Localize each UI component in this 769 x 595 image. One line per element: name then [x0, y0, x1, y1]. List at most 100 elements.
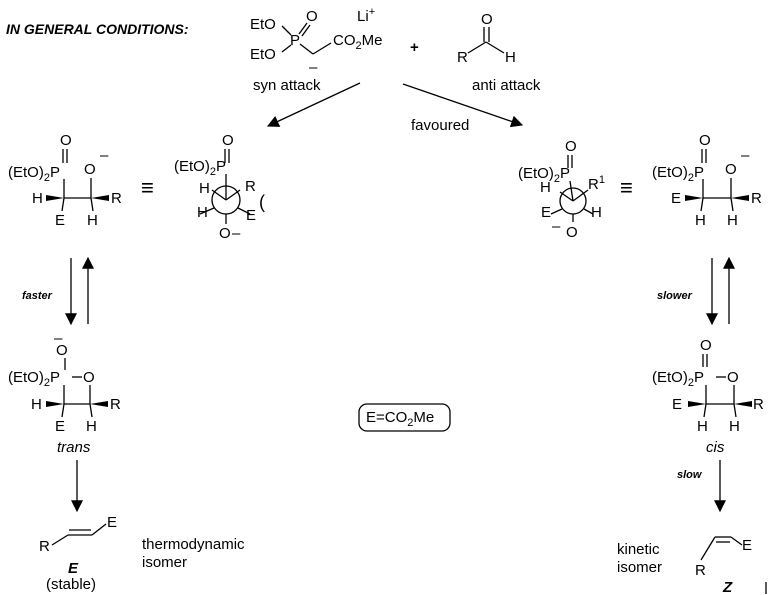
reagent-carbanion-charge: – — [309, 59, 318, 76]
aldehyde-o: O — [481, 11, 493, 28]
newman-eto2: (EtO)2P — [174, 158, 226, 178]
newman-h2: H — [197, 204, 208, 221]
aldehyde-bond — [485, 41, 505, 54]
reagent-o: O — [306, 8, 318, 25]
reagent-bond — [281, 25, 292, 36]
anti-newman-o: O — [565, 138, 577, 155]
bond — [61, 197, 65, 212]
trans-oxide: O — [56, 342, 68, 359]
cis-eto2: (EtO)2P — [652, 369, 704, 389]
syn-betaine-eto2: (EtO)2P — [8, 164, 60, 184]
syn-attack-arrow — [266, 82, 361, 127]
bond — [199, 207, 215, 215]
cis-o: O — [700, 337, 712, 354]
anti-newman: O (EtO)2P H R1 E H – O — [518, 138, 605, 241]
equivalence-sign-left: ≡ — [141, 175, 154, 200]
reagent-lithium: Li+ — [357, 6, 375, 25]
trans-label: trans — [57, 439, 91, 456]
bond — [730, 197, 734, 212]
z-product-r: R — [695, 562, 706, 579]
aldehyde-h: H — [505, 49, 516, 66]
syn-betaine: O (EtO)2P O – H E R H — [8, 132, 122, 229]
anti-betaine-eto2: (EtO)2P — [652, 164, 704, 184]
general-conditions-heading: IN GENERAL CONDITIONS: — [6, 21, 189, 37]
bond — [700, 197, 704, 212]
equivalence-sign-right: ≡ — [620, 175, 633, 200]
cis-ring-o: O — [727, 369, 739, 386]
reagent-bond — [281, 44, 292, 53]
reagent-bond — [299, 43, 314, 55]
thermodynamic-label: thermodynamic — [142, 536, 245, 553]
wedge-bond — [688, 401, 706, 407]
newman-bracket: ( — [259, 192, 265, 212]
anti-newman-charge: – — [552, 218, 561, 235]
trans-r: R — [110, 396, 121, 413]
newman-charge: – — [232, 225, 241, 242]
e-alkene-product: R E E (stable) thermodynamic isomer — [39, 514, 245, 593]
bond — [733, 403, 737, 418]
aldehyde: O R H — [457, 11, 516, 66]
syn-betaine-r: R — [111, 190, 122, 207]
syn-betaine-h2: H — [87, 212, 98, 229]
bond — [91, 523, 107, 536]
newman-oxide: O — [219, 225, 231, 242]
bond — [700, 536, 716, 561]
kinetic-isomer-label: isomer — [617, 559, 662, 576]
aldehyde-bond — [467, 41, 487, 54]
wedge-bond — [731, 195, 749, 201]
kinetic-label: kinetic — [617, 541, 660, 558]
anti-newman-r1: R1 — [588, 174, 605, 193]
anti-betaine-r: R — [751, 190, 762, 207]
reagent-eto-bottom: EtO — [250, 46, 276, 63]
trans-ring-o: O — [83, 369, 95, 386]
bond — [730, 536, 743, 546]
wedge-bond — [46, 195, 64, 201]
z-isomer-label: Z — [722, 579, 733, 595]
plus-sign: + — [410, 39, 419, 56]
anti-betaine-charge: – — [741, 147, 750, 164]
slow-label: slow — [677, 469, 703, 481]
e-product-r: R — [39, 538, 50, 555]
phosphonate-reagent: EtO EtO P O – CO2Me Li+ — [250, 6, 382, 76]
syn-betaine-e: E — [55, 212, 65, 229]
bond — [51, 534, 69, 546]
e-isomer-label: E — [68, 560, 79, 577]
reagent-bond — [301, 24, 311, 37]
faster-label: faster — [22, 290, 53, 302]
anti-attack-label: anti attack — [472, 77, 541, 94]
bond — [550, 208, 563, 215]
z-product-e: E — [742, 537, 752, 554]
cis-e: E — [672, 396, 682, 413]
reagent-eto-top: EtO — [250, 16, 276, 33]
newman-e: E — [246, 207, 256, 224]
reagent-co2me: CO2Me — [333, 32, 382, 52]
syn-betaine-oxide: O — [84, 161, 96, 178]
cis-r: R — [753, 396, 764, 413]
syn-betaine-charge: – — [100, 147, 109, 164]
anti-newman-h1: H — [540, 179, 551, 196]
wedge-bond — [91, 195, 109, 201]
anti-betaine-e: E — [671, 190, 681, 207]
thermodynamic-isomer-label: isomer — [142, 554, 187, 571]
bond — [559, 191, 574, 202]
newman-o: O — [222, 132, 234, 149]
legend-frame — [358, 403, 451, 432]
bond — [211, 189, 227, 201]
bond — [237, 207, 251, 215]
syn-betaine-o: O — [60, 132, 72, 149]
reagent-bond — [298, 22, 308, 35]
legend-text: E=CO2Me — [366, 409, 434, 429]
syn-newman: O (EtO)2P H R H E ( O – — [174, 132, 265, 242]
trans-oxaphosphetane: – O (EtO)2P O H E R H trans — [8, 330, 121, 456]
cis-h2: H — [729, 418, 740, 435]
reagent-bond — [312, 42, 332, 55]
trans-h2: H — [86, 418, 97, 435]
aldehyde-r: R — [457, 49, 468, 66]
trans-eto2: (EtO)2P — [8, 369, 60, 389]
trans-h1: H — [31, 396, 42, 413]
cis-oxaphosphetane: O (EtO)2P O E H R H cis — [652, 337, 764, 456]
trans-charge: – — [54, 330, 63, 347]
reagent-p: P — [290, 32, 300, 49]
anti-newman-eto2: (EtO)2P — [518, 165, 570, 185]
